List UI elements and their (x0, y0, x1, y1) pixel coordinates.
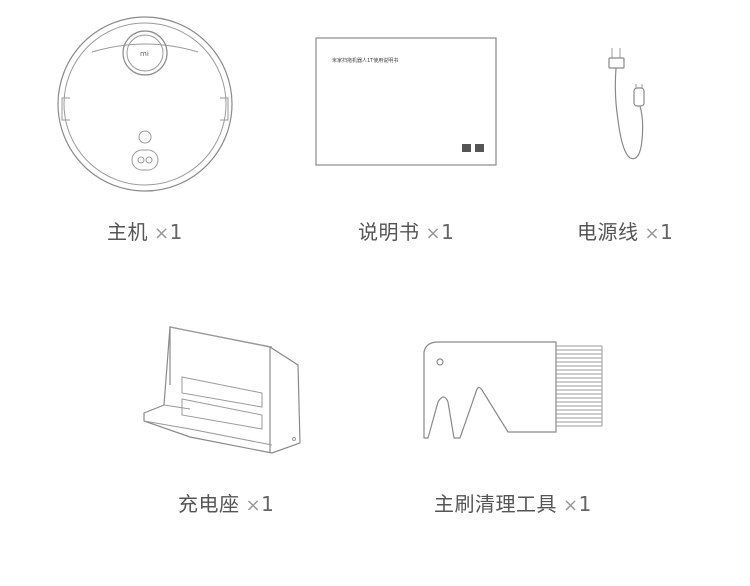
item-caption-power-cord: 电源线×1 (577, 216, 673, 245)
item-quantity: 1 (578, 492, 592, 516)
times-sign: × (245, 495, 262, 516)
item-quantity: 1 (261, 492, 275, 516)
item-name: 主机 (107, 220, 148, 244)
brush-cleaning-tool-illustration (420, 340, 605, 445)
times-sign: × (425, 223, 442, 244)
item-caption-manual: 说明书×1 (358, 216, 454, 245)
times-sign: × (563, 495, 579, 516)
item-quantity: 1 (169, 220, 183, 244)
svg-text:mi: mi (140, 50, 149, 58)
item-quantity: 1 (441, 220, 455, 244)
times-sign: × (644, 223, 661, 244)
item-name: 充电座 (178, 492, 240, 516)
item-name: 说明书 (358, 220, 420, 244)
robot-vacuum-illustration: mi (52, 16, 242, 196)
item-caption-charging-dock: 充电座×1 (178, 488, 274, 517)
power-cord-illustration (600, 40, 660, 170)
times-sign: × (154, 223, 170, 244)
item-name: 主刷清理工具 (434, 492, 557, 516)
item-caption-brush-tool: 主刷清理工具 ×1 (434, 488, 592, 517)
charging-dock-illustration (142, 325, 307, 455)
item-caption-robot: 主机 ×1 (107, 216, 183, 245)
item-name: 电源线 (577, 220, 639, 244)
manual-illustration (315, 37, 497, 167)
item-quantity: 1 (660, 220, 674, 244)
manual-cover-title: 米家扫拖机器人1T使用说明书 (332, 58, 399, 64)
